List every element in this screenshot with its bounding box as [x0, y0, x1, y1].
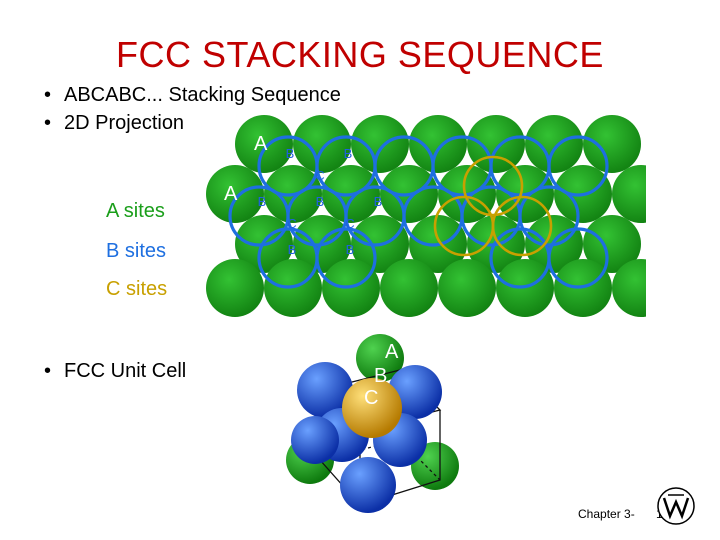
bullet-item: • FCC Unit Cell	[44, 360, 186, 383]
label-a-top: A	[254, 133, 268, 155]
b-site-label: B	[346, 242, 355, 257]
bullet-text: ABCABC... Stacking Sequence	[64, 84, 341, 106]
chapter-label: Chapter 3-	[578, 507, 635, 521]
sphere-b	[291, 416, 339, 464]
sphere-a-top	[356, 334, 404, 382]
b-site-label: B	[374, 194, 383, 209]
sphere-a	[583, 215, 641, 273]
c-layer-rings	[433, 155, 553, 257]
bullet-text: 2D Projection	[64, 112, 185, 134]
label-a-left: A	[224, 183, 238, 205]
c-site-label: C	[345, 216, 354, 231]
sphere-a	[583, 115, 641, 173]
bullet-item: • 2D Projection	[44, 112, 341, 140]
a-layer-spheres	[206, 115, 646, 317]
b-site-ring	[547, 135, 609, 197]
b-layer-rings	[228, 135, 609, 289]
unit-cell-label-c: C	[364, 387, 378, 409]
b-site-ring	[315, 227, 377, 289]
unit-cell-label-a: A	[385, 341, 399, 363]
sphere-a	[293, 115, 351, 173]
legend-b-sites: B sites	[106, 240, 167, 262]
sphere-c	[342, 378, 402, 438]
unit-cell-label-b: B	[374, 365, 387, 387]
c-site-label: C	[315, 168, 324, 183]
c-site-ring	[462, 155, 524, 217]
b-site-label: B	[286, 146, 295, 161]
sphere-b-bottom	[340, 457, 396, 513]
slide-title: FCC STACKING SEQUENCE	[116, 34, 604, 75]
sphere-a	[438, 259, 496, 317]
fcc-unit-cell-diagram: A B C	[286, 334, 459, 513]
b-site-ring	[547, 227, 609, 289]
b-site-label: B	[316, 194, 325, 209]
sphere-a	[612, 259, 646, 317]
legend-c-sites: C sites	[106, 278, 168, 300]
sphere-b	[297, 362, 353, 418]
b-site-ring	[518, 185, 580, 247]
bullet-item: • ABCABC... Stacking Sequence	[44, 84, 341, 112]
bullet-list: • ABCABC... Stacking Sequence • 2D Proje…	[44, 84, 341, 140]
b-site-label: B	[258, 194, 267, 209]
c-site-label: C	[287, 216, 296, 231]
sphere-a	[525, 115, 583, 173]
bullet-glyph: •	[44, 84, 52, 106]
sphere-a	[380, 259, 438, 317]
b-site-label: B	[344, 146, 353, 161]
legend-a-sites: A sites	[106, 200, 165, 222]
sphere-a	[409, 115, 467, 173]
sphere-a	[206, 165, 264, 223]
sphere-a	[235, 115, 293, 173]
bullet-glyph: •	[44, 112, 52, 134]
c-site-ring	[491, 195, 553, 257]
b-site-label: B	[288, 242, 297, 257]
sphere-a	[351, 115, 409, 173]
bullet-text: FCC Unit Cell	[64, 360, 187, 382]
publisher-logo-icon	[657, 487, 695, 525]
bullet-glyph: •	[44, 360, 52, 382]
sphere-a	[612, 165, 646, 223]
slide-footer: Chapter 3- 11	[578, 507, 669, 521]
sphere-a	[206, 259, 264, 317]
